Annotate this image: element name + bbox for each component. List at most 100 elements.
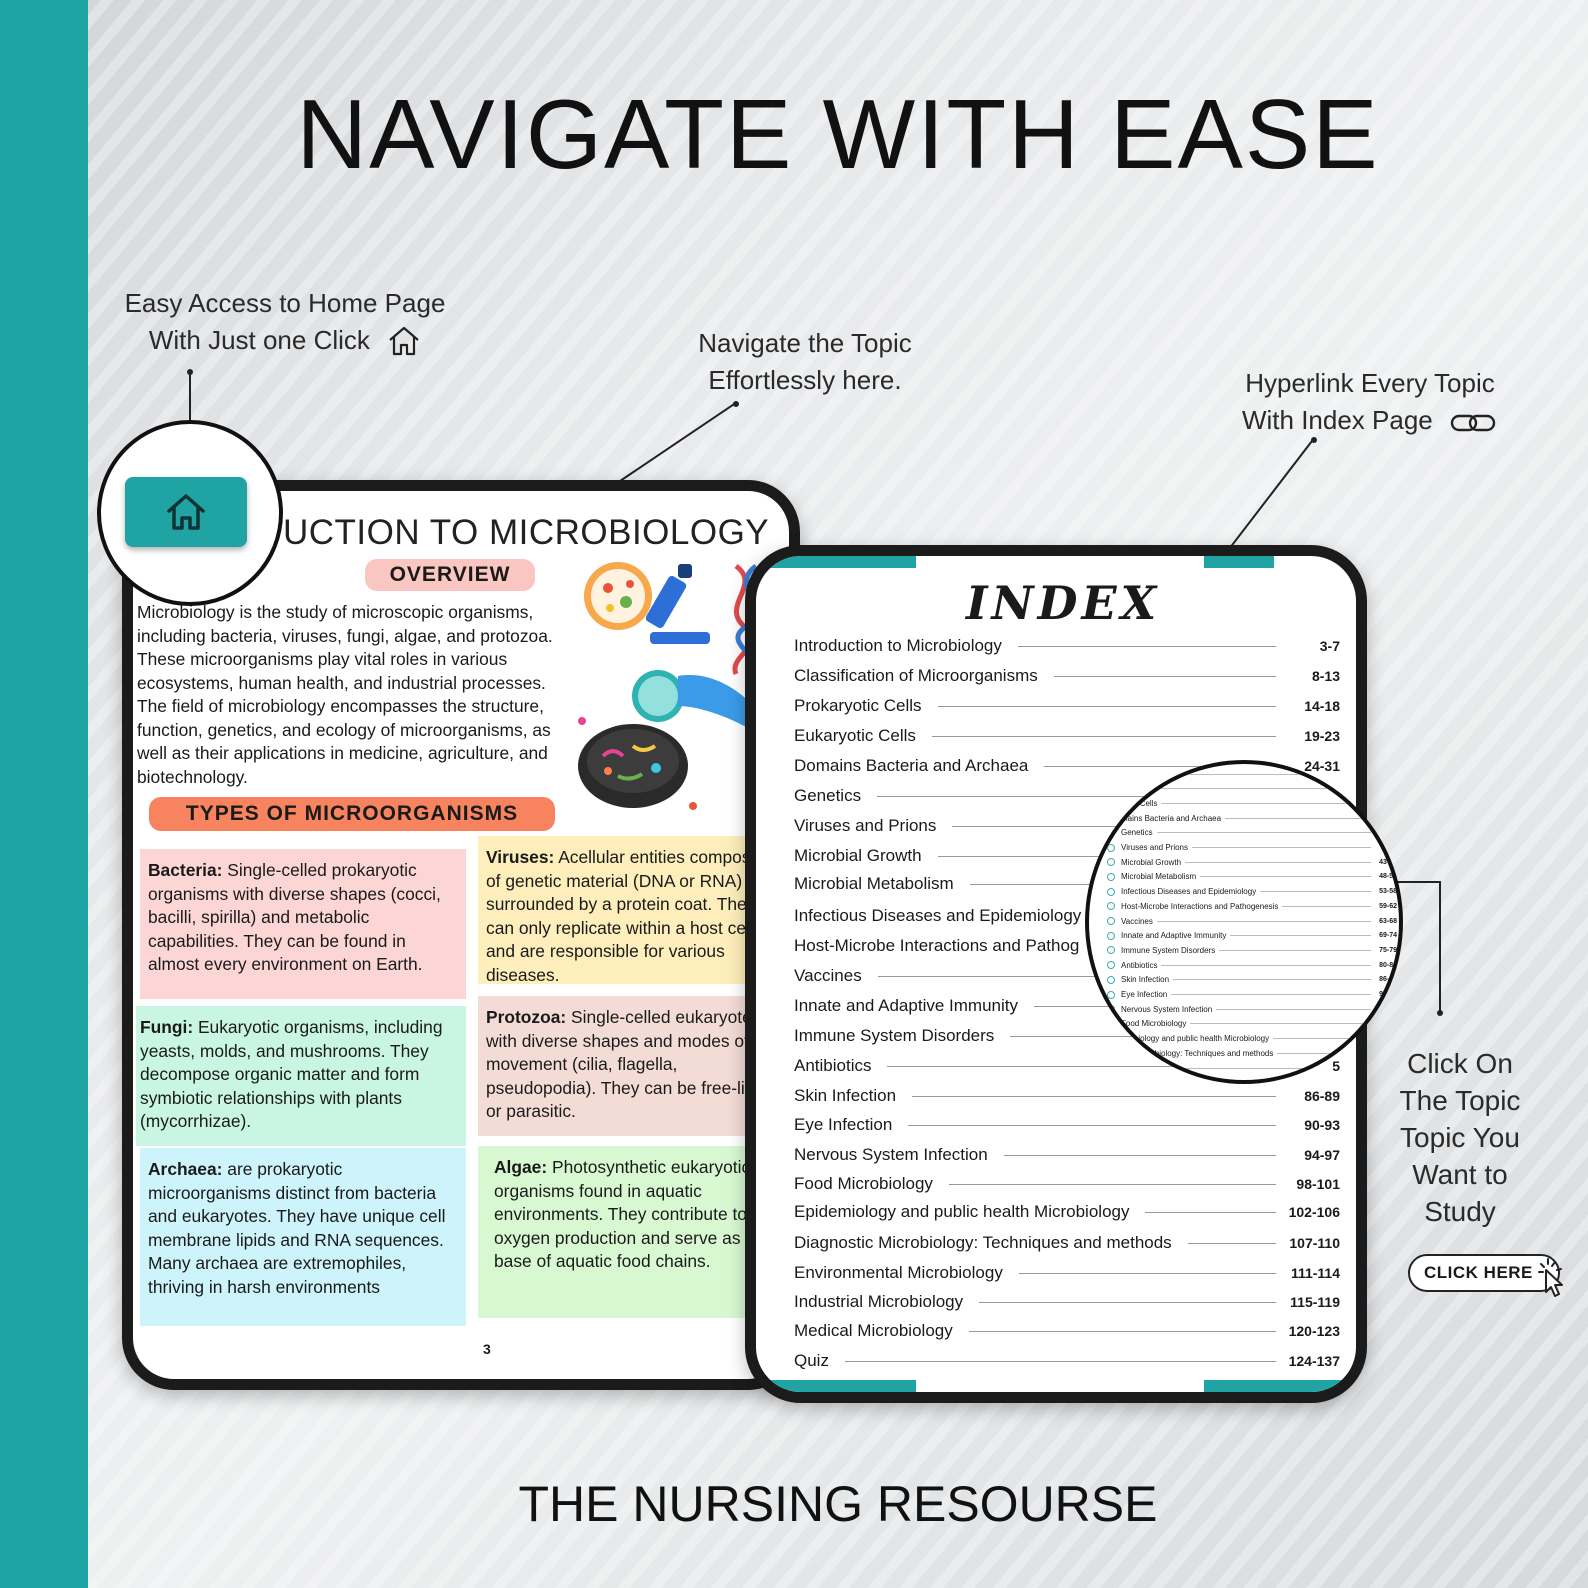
index-row-pages: 19-23 <box>1304 728 1340 744</box>
navigate-connector-dot-top <box>733 401 739 407</box>
navigate-callout: Navigate the Topic Effortlessly here. <box>665 325 945 399</box>
card-protozoa: Protozoa: Single-celled eukaryotes with … <box>478 996 789 1136</box>
card-term: Bacteria: <box>148 860 223 880</box>
types-heading: TYPES OF MICROORGANISMS <box>149 797 555 831</box>
magnifier-row-label: Host-Microbe Interactions and Pathogenes… <box>1121 901 1279 911</box>
index-row-label: Eukaryotic Cells <box>794 726 916 745</box>
magnifier-row[interactable]: Host-Microbe Interactions and Pathogenes… <box>1107 900 1397 912</box>
topic-icon <box>1107 917 1115 925</box>
index-row[interactable]: Eukaryotic Cells 19-23 <box>794 724 1340 748</box>
magnifier-row-pages: 43-47 <box>1379 858 1397 866</box>
index-row-leader <box>948 1183 1276 1185</box>
top-strip-left <box>756 556 916 568</box>
index-row-label: Introduction to Microbiology <box>794 636 1002 655</box>
click-here-button[interactable]: CLICK HERE <box>1408 1254 1560 1292</box>
index-row-label: Industrial Microbiology <box>794 1292 964 1311</box>
headline: NAVIGATE WITH EASE <box>296 79 1380 189</box>
index-row-leader <box>1017 645 1276 647</box>
magnifier-row-leader <box>1161 802 1371 804</box>
magnifier-row[interactable]: idemiology and public health Microbiolog… <box>1107 1033 1397 1045</box>
index-row-label: Skin Infection <box>794 1086 897 1105</box>
home-icon <box>167 494 205 530</box>
index-row-pages: 8-13 <box>1311 668 1340 684</box>
index-row-label: Infectious Diseases and Epidemiology <box>794 906 1082 925</box>
index-row-label: Epidemiology and public health Microbiol… <box>794 1202 1130 1221</box>
index-row[interactable]: Epidemiology and public health Microbiol… <box>794 1200 1340 1224</box>
index-row[interactable]: Viruses and Prions <box>794 814 1340 838</box>
card-text: Single-celled eukaryotes with diverse sh… <box>486 1007 777 1121</box>
magnifier-row[interactable]: yotic Cells <box>1107 797 1397 809</box>
magnifier-row-label: croorganisms <box>1121 769 1170 779</box>
index-row-pages: 120-123 <box>1288 1323 1340 1339</box>
magnifier-row[interactable]: c Cells <box>1107 783 1397 795</box>
index-row[interactable]: Diagnostic Microbiology: Techniques and … <box>794 1231 1340 1255</box>
magnifier-row-leader <box>1173 773 1371 775</box>
magnifier-row[interactable]: Food Microbiology <box>1107 1018 1397 1030</box>
index-row-leader <box>979 1301 1276 1303</box>
magnifier-row-leader <box>1161 964 1371 966</box>
bottom-strip-left <box>756 1380 916 1392</box>
index-row-leader <box>908 1124 1276 1126</box>
magnifier-row-pages: 86-89 <box>1379 976 1397 984</box>
home-button-zoom <box>97 420 283 606</box>
home-callout-line1: Easy Access to Home Page <box>124 288 446 318</box>
index-row[interactable]: Vaccines <box>794 964 1340 988</box>
link-icon <box>1450 414 1496 432</box>
navigate-callout-line1: Navigate the Topic <box>698 328 912 358</box>
hyperlink-connector-dot-top <box>1311 437 1317 443</box>
magnifier-row[interactable]: croorganisms <box>1107 768 1397 780</box>
magnifier-row[interactable]: mains Bacteria and Archaea <box>1107 812 1397 824</box>
index-row-label: Vaccines <box>794 966 862 985</box>
topic-icon <box>1107 843 1115 852</box>
topic-icon <box>1107 1005 1115 1014</box>
index-row-label: Food Microbiology <box>794 1174 933 1193</box>
home-button[interactable] <box>125 477 247 547</box>
magnifier-row[interactable]: stic Microbiology: Techniques and method… <box>1107 1047 1397 1059</box>
index-row-pages: 111-114 <box>1290 1265 1340 1281</box>
magnifier-row-label: c Cells <box>1121 784 1146 794</box>
card-archaea: Archaea: are prokaryotic microorganisms … <box>140 1148 466 1326</box>
magnifier-row-leader <box>1200 876 1371 878</box>
magnifier-row[interactable]: l Microbiology <box>1107 1062 1397 1074</box>
magnifier-row-leader <box>1225 817 1371 819</box>
magnifier-row-leader <box>1190 1023 1371 1025</box>
navigate-callout-line2: Effortlessly here. <box>708 365 902 395</box>
magnifier-row-pages: 63-68 <box>1379 917 1397 925</box>
magnifier-row-label: Viruses and Prions <box>1121 843 1188 852</box>
topic-icon <box>1107 887 1115 896</box>
click-callout-line2: The Topic <box>1399 1085 1521 1116</box>
topic-icon <box>1107 931 1115 940</box>
index-row-leader <box>1187 1242 1276 1244</box>
card-fungi: Fungi: Eukaryotic organisms, including y… <box>136 1006 466 1146</box>
click-connector-dot-end <box>1437 1010 1443 1016</box>
magnifier-row-leader <box>1260 891 1371 893</box>
magnifier-row-leader <box>1173 979 1371 981</box>
index-row-label: Diagnostic Microbiology: Techniques and … <box>794 1233 1172 1252</box>
magnifier-row-label: Genetics <box>1121 828 1153 838</box>
